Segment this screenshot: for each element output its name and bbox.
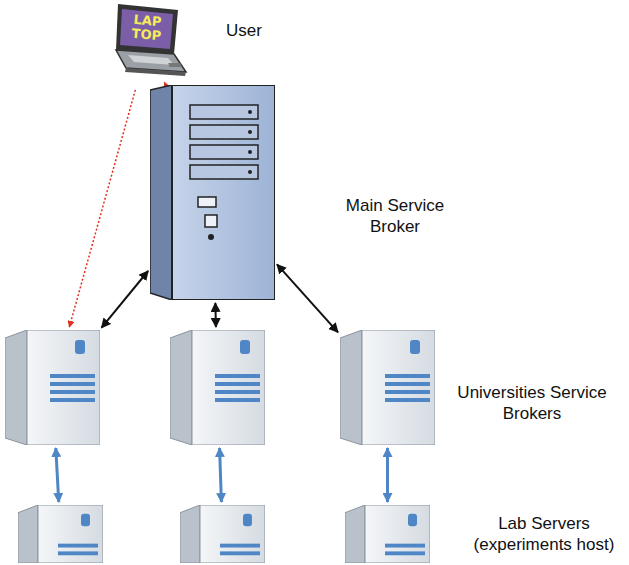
server-tower xyxy=(5,330,100,445)
broker-link-arrow xyxy=(102,271,149,328)
university-broker-node: Universities Service Brokers xyxy=(340,330,435,445)
main-server-tower xyxy=(150,85,275,300)
lab-server-tower xyxy=(180,505,265,563)
screen-text: LAP TOP xyxy=(121,12,173,44)
lab-server-node xyxy=(18,505,103,563)
university-broker-node xyxy=(170,330,265,445)
node-label: Main Service Broker xyxy=(330,195,460,238)
request-arrow xyxy=(69,90,135,327)
server-tower xyxy=(170,330,265,445)
lab-link-arrow xyxy=(220,448,222,502)
university-broker-node xyxy=(5,330,100,445)
lab-link-arrow xyxy=(56,448,59,502)
server-tower xyxy=(340,330,435,445)
broker-link-arrow xyxy=(214,303,217,327)
node-label: Lab Servers (experiments host) xyxy=(469,513,619,556)
lab-server-tower xyxy=(18,505,103,563)
node-label: User xyxy=(214,20,274,41)
lab-link-arrow xyxy=(386,448,389,502)
lab-server-node: Lab Servers (experiments host) xyxy=(345,505,430,563)
lab-server-node xyxy=(180,505,265,563)
main-broker-node: Main Service Broker xyxy=(150,85,275,300)
node-label: Universities Service Brokers xyxy=(446,382,618,425)
lab-server-tower xyxy=(345,505,430,563)
broker-link-arrow xyxy=(277,264,338,332)
